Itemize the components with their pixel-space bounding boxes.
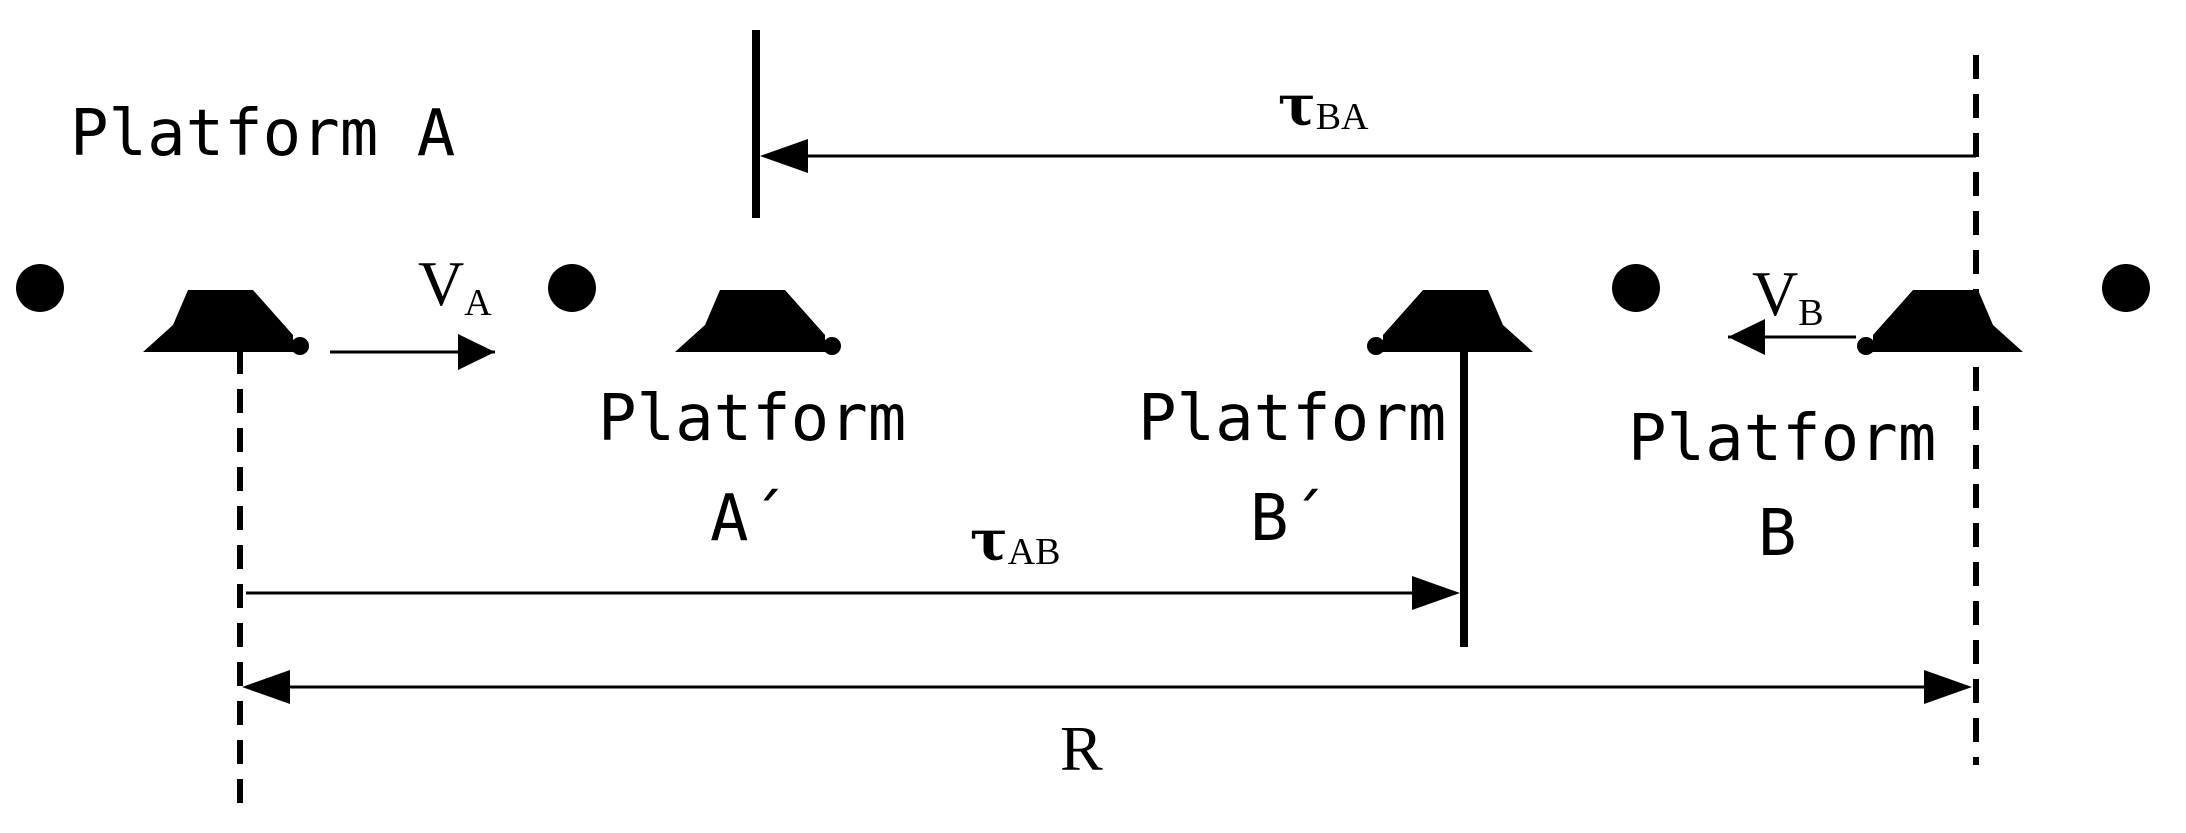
platform-b-prime-helicopter-icon: [1343, 230, 1660, 355]
velocity-b-arrowhead: [1728, 319, 1765, 355]
platform-b-label-line1: Platform: [1628, 402, 1936, 476]
range-arrowhead-left: [242, 670, 290, 704]
platform-a-label: Platform A: [70, 97, 455, 171]
platform-a-helicopter-icon: [16, 230, 333, 355]
platform-b-helicopter-icon: [1833, 230, 2150, 355]
platform-a-prime-label-line2: A´: [710, 482, 787, 556]
velocity-a-label: VA: [418, 248, 492, 324]
range-label: R: [1060, 713, 1103, 784]
delay-ba-label: τBA: [1278, 73, 1369, 139]
platform-a-prime-label-line1: Platform: [598, 382, 906, 456]
velocity-a-arrowhead: [458, 334, 495, 370]
range-arrowhead-right: [1924, 670, 1972, 704]
delay-ab-arrowhead: [1412, 576, 1460, 610]
platform-a-prime-helicopter-icon: [548, 230, 865, 355]
platform-b-prime-label-line2: B´: [1250, 482, 1327, 556]
platform-b-prime-label-line1: Platform: [1138, 382, 1446, 456]
delay-ba-arrowhead: [760, 139, 808, 173]
velocity-b-label: VB: [1752, 258, 1824, 334]
delay-ab-label: τAB: [970, 508, 1060, 574]
platform-b-label-line2: B: [1758, 497, 1797, 571]
